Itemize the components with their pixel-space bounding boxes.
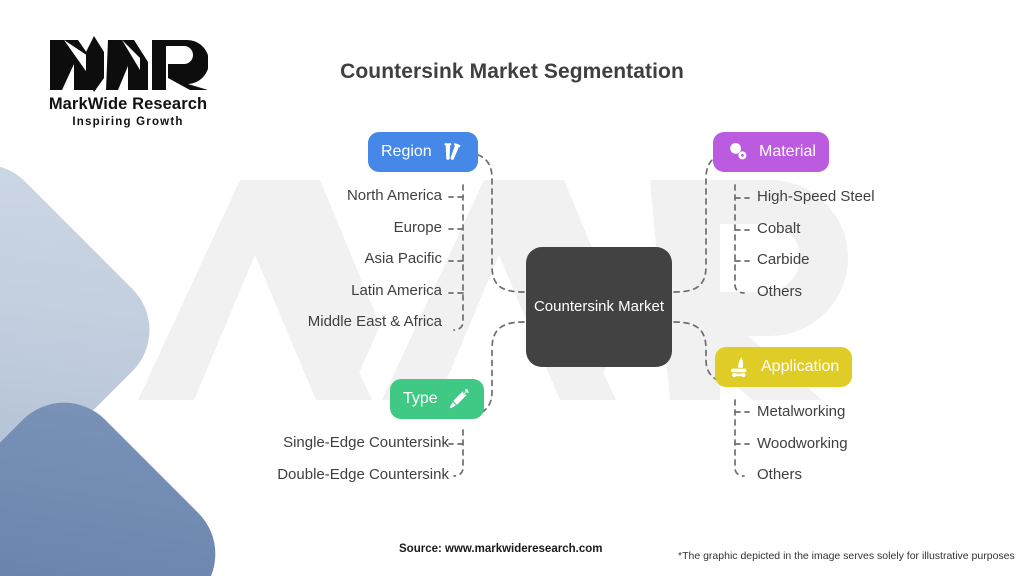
- screws-icon: [441, 140, 465, 164]
- hub-node[interactable]: Countersink Market: [526, 247, 672, 367]
- branch-items-application: Metalworking Woodworking Others: [757, 404, 848, 499]
- branch-badge-type[interactable]: Type: [390, 379, 484, 419]
- source-attribution: Source: www.markwideresearch.com: [399, 543, 603, 555]
- list-item: Single-Edge Countersink: [283, 434, 449, 451]
- list-item: Latin America: [351, 281, 442, 299]
- branch-label-region: Region: [381, 143, 432, 160]
- brand-name: MarkWide Research: [48, 95, 208, 113]
- hub-label: Countersink Market: [533, 297, 665, 315]
- list-item: Double-Edge Countersink: [277, 465, 449, 483]
- branch-label-application: Application: [761, 358, 840, 375]
- drill-bit-icon: [447, 387, 471, 411]
- list-item: Metalworking: [757, 403, 846, 420]
- branch-items-type: Single-Edge Countersink Double-Edge Coun…: [277, 435, 449, 498]
- power-tool-icon: [728, 355, 752, 379]
- list-item: Middle East & Africa: [307, 313, 442, 330]
- branch-badge-application[interactable]: Application: [715, 347, 853, 387]
- branch-items-region: North America Europe Asia Pacific Latin …: [308, 188, 442, 346]
- list-item: Others: [757, 282, 803, 300]
- list-item: Cobalt: [757, 219, 801, 237]
- page-title: Countersink Market Segmentation: [340, 60, 684, 83]
- list-item: Woodworking: [757, 434, 848, 452]
- brand-tagline: Inspiring Growth: [72, 116, 184, 128]
- branch-label-material: Material: [759, 143, 816, 160]
- molecule-icon: [726, 140, 750, 164]
- brand-logo: MarkWide Research Inspiring Growth: [28, 32, 228, 128]
- branch-badge-region[interactable]: Region: [368, 132, 478, 172]
- list-item: High-Speed Steel: [757, 188, 875, 205]
- branch-label-type: Type: [403, 390, 438, 407]
- list-item: Others: [757, 466, 803, 483]
- list-item: Asia Pacific: [364, 250, 442, 267]
- decorative-square-dark: [0, 378, 240, 576]
- decorative-square-light: [0, 140, 174, 520]
- list-item: Carbide: [757, 251, 810, 268]
- mwr-monogram-icon: [50, 36, 208, 92]
- branch-items-material: High-Speed Steel Cobalt Carbide Others: [757, 189, 875, 315]
- disclaimer-note: *The graphic depicted in the image serve…: [678, 550, 1015, 562]
- branch-badge-material[interactable]: Material: [713, 132, 829, 172]
- list-item: North America: [346, 187, 442, 204]
- list-item: Europe: [393, 218, 442, 236]
